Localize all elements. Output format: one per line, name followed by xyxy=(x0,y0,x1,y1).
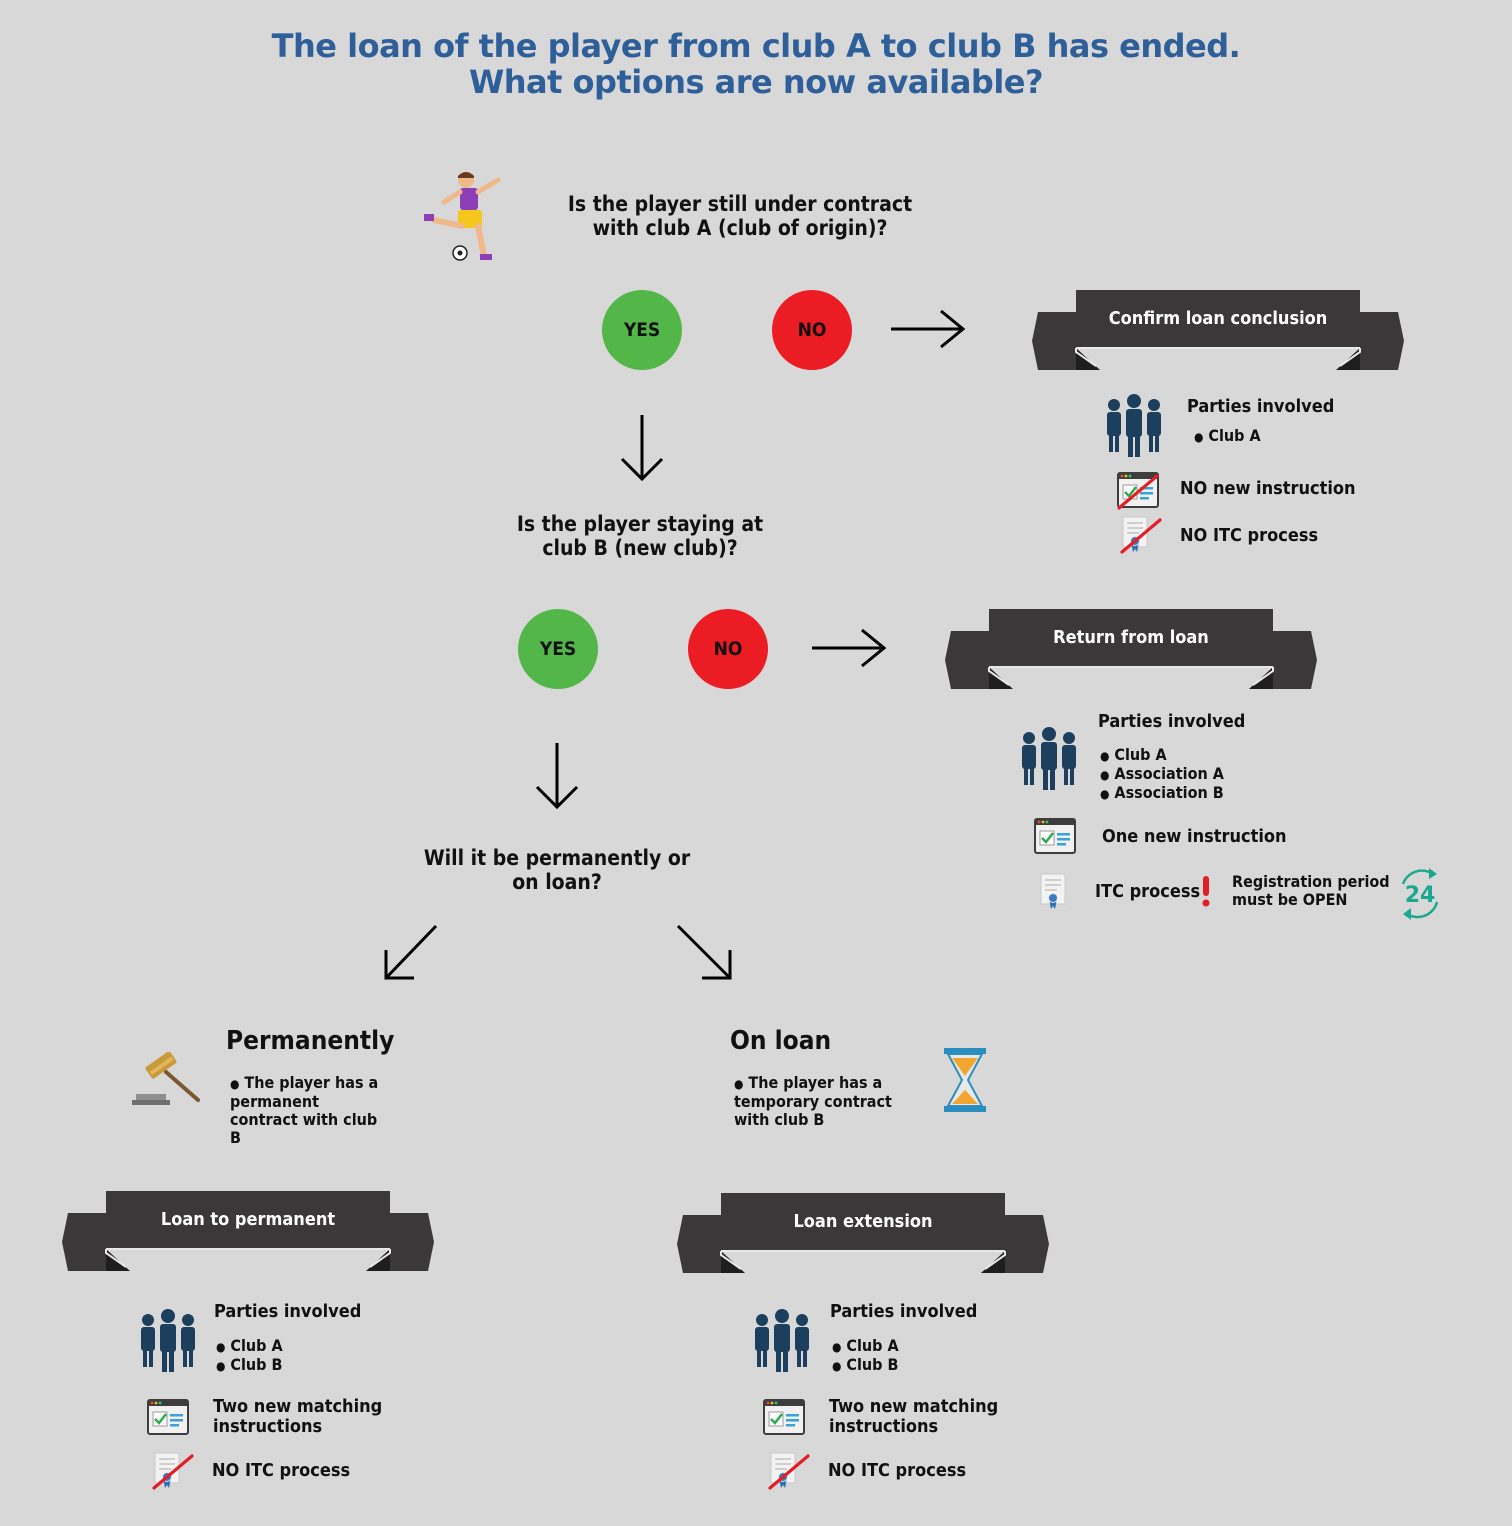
soccer-player-icon xyxy=(424,172,501,261)
instruction-window-icon xyxy=(1034,818,1077,855)
registration-note: Registration period must be OPEN xyxy=(1232,873,1390,909)
q2-no-circle: NO xyxy=(688,609,768,689)
instruction-text: NO new instruction xyxy=(1180,478,1356,499)
question-1-line1: Is the player still under contract xyxy=(567,192,913,216)
gavel-icon xyxy=(132,1052,200,1105)
question-2-line2: club B (new club)? xyxy=(542,536,738,560)
party-item: Association A xyxy=(1100,765,1223,784)
question-3: Will it be permanently or on loan? xyxy=(400,846,714,894)
instruction-line2: instructions xyxy=(829,1416,939,1437)
certificate-icon xyxy=(1120,516,1162,554)
parties-label: Parties involved xyxy=(830,1301,978,1322)
ribbon-confirm-loan-conclusion: Confirm loan conclusion xyxy=(1032,290,1404,372)
registration-line2: must be OPEN xyxy=(1232,890,1348,909)
parties-label: Parties involved xyxy=(1098,711,1246,732)
ribbon-label: Return from loan xyxy=(1053,627,1209,648)
question-3-line2: on loan? xyxy=(512,870,602,894)
ribbon-label: Loan to permanent xyxy=(160,1209,336,1230)
question-1: Is the player still under contract with … xyxy=(540,192,940,240)
q1-no-circle: NO xyxy=(772,290,852,370)
party-item: Club A xyxy=(1100,746,1224,765)
certificate-icon xyxy=(768,1452,810,1490)
people-icon xyxy=(141,1309,195,1372)
arrow-down-right-icon xyxy=(676,924,732,980)
onloan-desc: The player has a temporary contract with… xyxy=(734,1074,894,1129)
party-item: Club A xyxy=(832,1337,898,1356)
permanently-heading: Permanently xyxy=(226,1026,395,1056)
instruction-line1: Two new matching xyxy=(829,1396,999,1417)
ribbon-loan-extension: Loan extension xyxy=(677,1193,1049,1275)
itc-text: ITC process xyxy=(1095,881,1201,902)
registration-line1: Registration period xyxy=(1232,872,1390,891)
q1-yes-circle: YES xyxy=(602,290,682,370)
arrow-right-icon xyxy=(810,628,886,668)
hourglass-icon xyxy=(944,1048,986,1112)
onloan-desc-item: The player has a temporary contract with… xyxy=(734,1074,894,1129)
ribbon-return-from-loan: Return from loan xyxy=(945,609,1317,691)
instruction-text: Two new matching instructions xyxy=(829,1397,998,1437)
clock-number: 24 xyxy=(1405,883,1436,908)
question-1-line2: with club A (club of origin)? xyxy=(592,216,888,240)
parties-list: Club A xyxy=(1194,427,1260,446)
arrow-down-icon xyxy=(620,413,664,481)
people-icon xyxy=(755,1309,809,1372)
onloan-heading: On loan xyxy=(730,1026,832,1056)
party-item: Club B xyxy=(832,1356,899,1375)
party-item: Association B xyxy=(1100,784,1224,803)
clock-24-icon: 24 xyxy=(1401,868,1439,920)
itc-text: NO ITC process xyxy=(1180,525,1319,546)
parties-label: Parties involved xyxy=(1187,396,1335,417)
instruction-window-icon xyxy=(1117,472,1160,510)
q2-yes-circle: YES xyxy=(518,609,598,689)
party-item: Club A xyxy=(1194,427,1260,446)
ribbon-label: Confirm loan conclusion xyxy=(1108,308,1328,329)
ribbon-label: Loan extension xyxy=(793,1211,933,1232)
parties-list: Club A Association A Association B xyxy=(1100,746,1224,803)
instruction-line2: instructions xyxy=(213,1416,323,1437)
arrow-right-icon xyxy=(889,309,965,349)
certificate-icon xyxy=(1040,873,1066,910)
itc-text: NO ITC process xyxy=(828,1460,967,1481)
exclamation-icon xyxy=(1202,876,1210,907)
itc-text: NO ITC process xyxy=(212,1460,351,1481)
parties-label: Parties involved xyxy=(214,1301,362,1322)
arrow-down-left-icon xyxy=(384,924,438,980)
permanently-desc: The player has a permanent contract with… xyxy=(230,1074,390,1147)
arrow-down-icon xyxy=(535,741,579,809)
instruction-text: One new instruction xyxy=(1102,826,1287,847)
party-item: Club A xyxy=(216,1337,282,1356)
people-icon xyxy=(1022,727,1076,790)
question-2: Is the player staying at club B (new clu… xyxy=(470,512,810,560)
people-icon xyxy=(1107,394,1161,457)
permanently-desc-item: The player has a permanent contract with… xyxy=(230,1074,390,1147)
question-2-line1: Is the player staying at xyxy=(516,512,764,536)
ribbon-loan-to-permanent: Loan to permanent xyxy=(62,1191,434,1273)
instruction-text: Two new matching instructions xyxy=(213,1397,382,1437)
question-3-line1: Will it be permanently or xyxy=(423,846,691,870)
party-item: Club B xyxy=(216,1356,283,1375)
page-title-line1: The loan of the player from club A to cl… xyxy=(271,27,1241,65)
instruction-line1: Two new matching xyxy=(213,1396,383,1417)
instruction-window-icon xyxy=(147,1399,190,1436)
parties-list: Club A Club B xyxy=(832,1337,899,1375)
page-title-line2: What options are now available? xyxy=(468,63,1044,101)
certificate-icon xyxy=(152,1452,194,1490)
parties-list: Club A Club B xyxy=(216,1337,283,1375)
instruction-window-icon xyxy=(763,1399,806,1436)
